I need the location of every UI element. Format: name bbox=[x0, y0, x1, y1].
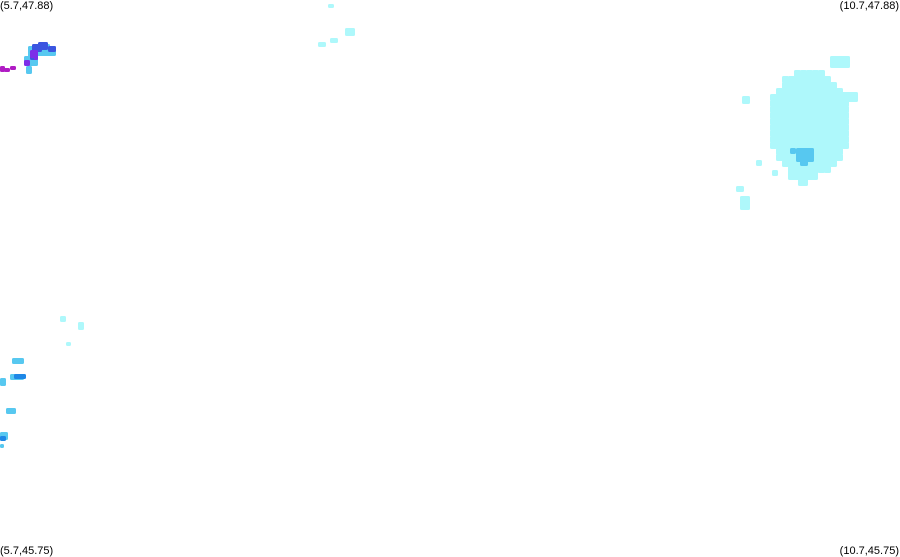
precip-cells-leftmid bbox=[60, 316, 84, 346]
precip-cells-leftlower-blue bbox=[0, 374, 26, 441]
coord-label-bottom-left: (5.7,45.75) bbox=[0, 545, 54, 557]
coord-label-top-left: (5.7,47.88) bbox=[0, 0, 54, 12]
coord-label-top-right: (10.7,47.88) bbox=[839, 0, 899, 12]
precip-cells-leftlower-sky bbox=[0, 358, 24, 448]
precip-cells-topcenter bbox=[318, 4, 355, 47]
precip-cluster-topleft-magenta bbox=[0, 66, 16, 72]
coord-label-bottom-right: (10.7,45.75) bbox=[839, 545, 899, 557]
precip-cluster-topleft-violet bbox=[24, 50, 38, 66]
precip-cluster-right-core bbox=[790, 148, 814, 166]
precip-cluster-right-light bbox=[736, 56, 858, 210]
